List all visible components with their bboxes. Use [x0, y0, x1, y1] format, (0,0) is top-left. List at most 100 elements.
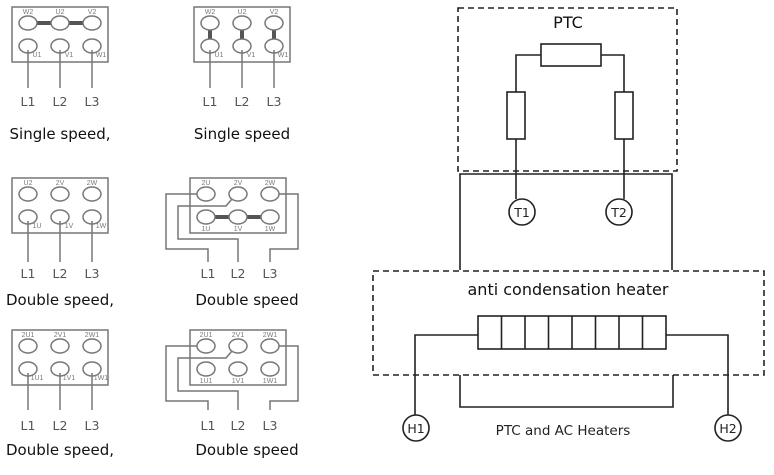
routed-wire-l1: [165, 193, 209, 262]
terminal-bottom-label: 1W1: [94, 375, 109, 382]
terminal-top-label: 2W1: [263, 332, 278, 339]
terminal-bottom-label: 1U1: [200, 378, 213, 385]
terminal-top: [50, 186, 70, 202]
terminal-top-label: 2V1: [232, 332, 245, 339]
routed-wire-l3: [269, 193, 299, 262]
terminal-bottom-label: 1W: [265, 226, 276, 233]
terminal-bottom-label: W1: [278, 52, 289, 59]
ptc-resistor-top: [540, 43, 602, 67]
routed-wire-l2: [177, 350, 239, 410]
line-label: L1: [203, 94, 218, 109]
heater-wire-h2: [666, 334, 729, 415]
terminal-top: [50, 15, 70, 31]
terminal-top-label: 2W: [87, 180, 98, 187]
line-label: L2: [53, 266, 68, 281]
terminal-bottom: [196, 361, 216, 377]
panel-caption: Single speed: [194, 125, 290, 143]
terminal-top-label: V2: [88, 9, 97, 16]
heater-title: anti condensation heater: [468, 280, 669, 299]
terminal-bottom-label: 1U1: [31, 375, 44, 382]
terminal-h1-label: H1: [407, 421, 424, 436]
terminal-top: [260, 186, 280, 202]
line-label: L1: [21, 418, 36, 433]
terminal-top-label: 2W1: [85, 332, 100, 339]
terminal-top-label: 2V: [56, 180, 65, 187]
line-label: L2: [53, 418, 68, 433]
terminal-t2: [605, 198, 633, 226]
line-label: L1: [21, 94, 36, 109]
terminal-bottom-label: 1W: [96, 223, 107, 230]
terminal-bottom: [228, 361, 248, 377]
terminal-bottom-label: 1U: [33, 223, 42, 230]
terminal-top: [82, 338, 102, 354]
bottom-loop-wire: [459, 375, 674, 408]
ptc-resistor-right: [614, 91, 634, 140]
ptc-wire-left-top: [515, 54, 541, 92]
terminal-bottom-label: 1W1: [263, 378, 278, 385]
terminal-top: [196, 186, 216, 202]
terminal-top: [18, 338, 38, 354]
terminal-top-label: 2U: [202, 180, 211, 187]
terminal-top: [228, 186, 248, 202]
terminal-top-label: U2: [56, 9, 65, 16]
terminal-top-label: 2U1: [22, 332, 35, 339]
footer-label: PTC and AC Heaters: [496, 423, 631, 439]
terminal-h1: [402, 414, 430, 442]
heater-wire-h1: [414, 334, 478, 415]
terminal-t1: [508, 198, 536, 226]
ptc-resistor-left: [506, 91, 526, 140]
terminal-bottom: [260, 209, 280, 225]
line-label: L3: [263, 266, 278, 281]
terminal-t2-label: T2: [610, 205, 627, 220]
line-label: L1: [201, 418, 216, 433]
terminal-top: [196, 338, 216, 354]
ptc-enclosure: [457, 7, 678, 172]
line-label: L3: [85, 266, 100, 281]
terminal-bottom: [196, 209, 216, 225]
line-label: L2: [235, 94, 250, 109]
terminal-h2: [714, 414, 742, 442]
ptc-heater-diagram: PTC T1 T2 anti condensation heater H1 H2…: [372, 7, 765, 442]
ptc-frame-wire: [459, 173, 673, 270]
panel-caption: Double speed,: [6, 441, 114, 459]
terminal-bottom-label: 1V: [65, 223, 74, 230]
terminal-bottom-label: 1V1: [63, 375, 76, 382]
terminal-top-label: 2W: [265, 180, 276, 187]
terminal-bottom-label: U1: [215, 52, 224, 59]
terminal-bottom-label: V1: [65, 52, 74, 59]
panel-caption: Double speed: [195, 441, 298, 459]
terminal-bottom-label: W1: [96, 52, 107, 59]
terminal-bottom-label: 1U: [202, 226, 211, 233]
terminal-top: [50, 338, 70, 354]
terminal-top-label: W2: [205, 9, 216, 16]
terminal-top: [200, 15, 220, 31]
terminal-top: [260, 338, 280, 354]
terminal-top-label: W2: [23, 9, 34, 16]
line-label: L3: [263, 418, 278, 433]
terminal-h2-label: H2: [719, 421, 736, 436]
routed-wire-l3: [269, 345, 299, 410]
line-label: L2: [231, 266, 246, 281]
terminal-bottom: [260, 361, 280, 377]
line-label: L2: [53, 94, 68, 109]
routed-wire-l1: [165, 345, 209, 410]
terminal-bottom-label: U1: [33, 52, 42, 59]
ptc-wire-right-top: [601, 54, 625, 92]
terminal-top: [264, 15, 284, 31]
panel-caption: Single speed,: [10, 125, 111, 143]
line-label: L1: [21, 266, 36, 281]
terminal-top: [18, 186, 38, 202]
line-label: L2: [231, 418, 246, 433]
ptc-title: PTC: [553, 13, 583, 32]
panel-caption: Double speed: [195, 291, 298, 309]
terminal-top: [82, 15, 102, 31]
heater-element: [477, 315, 667, 350]
terminal-top: [228, 338, 248, 354]
terminal-top-label: 2V: [234, 180, 243, 187]
